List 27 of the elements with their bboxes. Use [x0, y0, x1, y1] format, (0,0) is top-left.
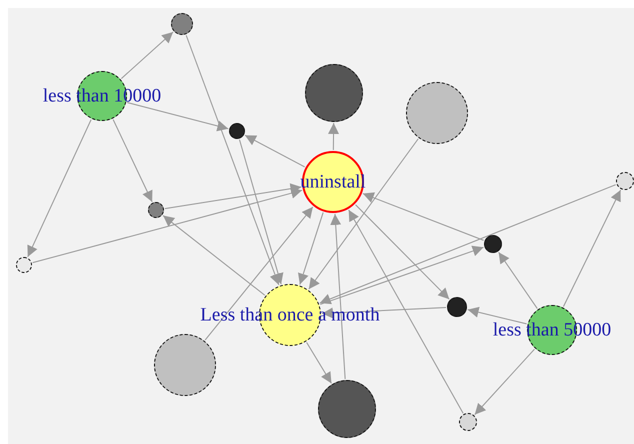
arrow: [362, 192, 484, 241]
arrow: [112, 119, 153, 202]
arrow: [355, 204, 450, 300]
arrow: [498, 252, 538, 310]
arrow: [321, 307, 447, 318]
arrow: [239, 139, 284, 285]
arrow: [306, 342, 332, 384]
arrow: [162, 215, 266, 296]
arrow: [186, 34, 280, 286]
arrow: [320, 246, 484, 305]
arrow: [244, 134, 306, 168]
arrow: [562, 189, 622, 308]
arrow: [126, 102, 229, 132]
arrow: [204, 206, 314, 341]
arrow: [27, 119, 92, 258]
arrow: [319, 184, 616, 304]
arrow: [164, 183, 302, 210]
arrow: [467, 306, 528, 324]
node-label: Less than once a month: [200, 306, 380, 324]
arrow: [308, 138, 419, 290]
arrow: [298, 212, 324, 286]
arrow: [348, 209, 464, 414]
arrow: [32, 188, 303, 264]
arrow: [330, 213, 346, 380]
arrow: [328, 122, 340, 150]
arrow: [120, 32, 174, 80]
arrow: [474, 348, 535, 416]
